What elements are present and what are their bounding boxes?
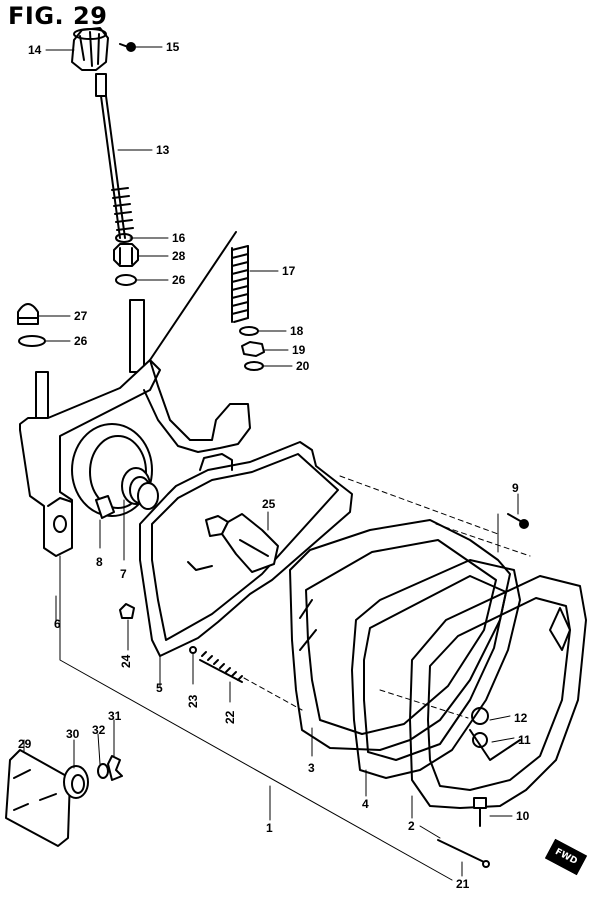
callout-32: 32 bbox=[92, 723, 106, 737]
callout-9: 9 bbox=[512, 481, 519, 495]
halogen-bulb bbox=[205, 513, 279, 573]
callout-24: 24 bbox=[119, 654, 133, 668]
knob-screw bbox=[119, 42, 136, 52]
callout-27: 27 bbox=[74, 309, 88, 323]
pin-23 bbox=[189, 646, 197, 654]
callout-4: 4 bbox=[362, 797, 369, 811]
adjuster-spring-22 bbox=[199, 651, 243, 683]
callout-30: 30 bbox=[66, 727, 80, 741]
callout-2: 2 bbox=[408, 819, 415, 833]
figure-title: FIG. 29 bbox=[8, 2, 108, 30]
rubber-bushing bbox=[95, 495, 115, 519]
adjuster-knob bbox=[71, 27, 109, 71]
sealed-beam-unit bbox=[289, 519, 511, 751]
headlamp-bracket bbox=[19, 231, 251, 557]
callout-16: 16 bbox=[172, 231, 186, 245]
reflector-29 bbox=[5, 749, 71, 847]
grommet-30 bbox=[63, 765, 89, 799]
callout-15: 15 bbox=[166, 40, 180, 54]
wing-nut-31 bbox=[107, 755, 123, 781]
callout-11: 11 bbox=[518, 733, 531, 747]
callout-26-right: 26 bbox=[172, 273, 186, 287]
callout-29: 29 bbox=[18, 737, 32, 751]
rubber-24 bbox=[119, 603, 135, 619]
callout-18: 18 bbox=[290, 324, 304, 338]
nut-19 bbox=[241, 341, 265, 357]
callout-19: 19 bbox=[292, 343, 306, 357]
callout-28: 28 bbox=[172, 249, 186, 263]
leader-lines bbox=[23, 46, 519, 881]
headlamp-frame bbox=[409, 575, 587, 809]
callout-3: 3 bbox=[308, 761, 315, 775]
callout-31: 31 bbox=[108, 709, 122, 723]
washer-26-left bbox=[18, 335, 46, 347]
callout-5: 5 bbox=[156, 681, 163, 695]
callout-6: 6 bbox=[54, 617, 61, 631]
callout-23: 23 bbox=[186, 694, 200, 708]
screw-21 bbox=[437, 839, 490, 868]
cap-nut-27 bbox=[17, 303, 39, 325]
nut-28 bbox=[113, 243, 139, 267]
screw-9 bbox=[507, 513, 529, 529]
callout-25: 25 bbox=[262, 497, 276, 511]
callout-17: 17 bbox=[282, 264, 296, 278]
callout-20: 20 bbox=[296, 359, 310, 373]
callout-12: 12 bbox=[514, 711, 528, 725]
washer-26 bbox=[115, 274, 137, 286]
callout-26-left: 26 bbox=[74, 334, 88, 348]
callout-1: 1 bbox=[266, 821, 273, 835]
callout-13: 13 bbox=[156, 143, 170, 157]
rim bbox=[351, 559, 521, 779]
washer-20 bbox=[244, 361, 264, 371]
callout-22: 22 bbox=[223, 710, 237, 724]
screw-10 bbox=[473, 797, 487, 827]
assembly-guides bbox=[243, 475, 531, 719]
washer-32 bbox=[97, 763, 109, 779]
washer-18 bbox=[239, 326, 259, 336]
adjusting-spring bbox=[231, 245, 249, 323]
callout-7: 7 bbox=[120, 567, 127, 581]
callout-14: 14 bbox=[28, 43, 42, 57]
callout-21: 21 bbox=[456, 877, 470, 891]
mounting-ring bbox=[71, 423, 159, 517]
adjusting-bolt bbox=[95, 73, 134, 239]
callout-8: 8 bbox=[96, 555, 103, 569]
callout-10: 10 bbox=[516, 809, 530, 823]
